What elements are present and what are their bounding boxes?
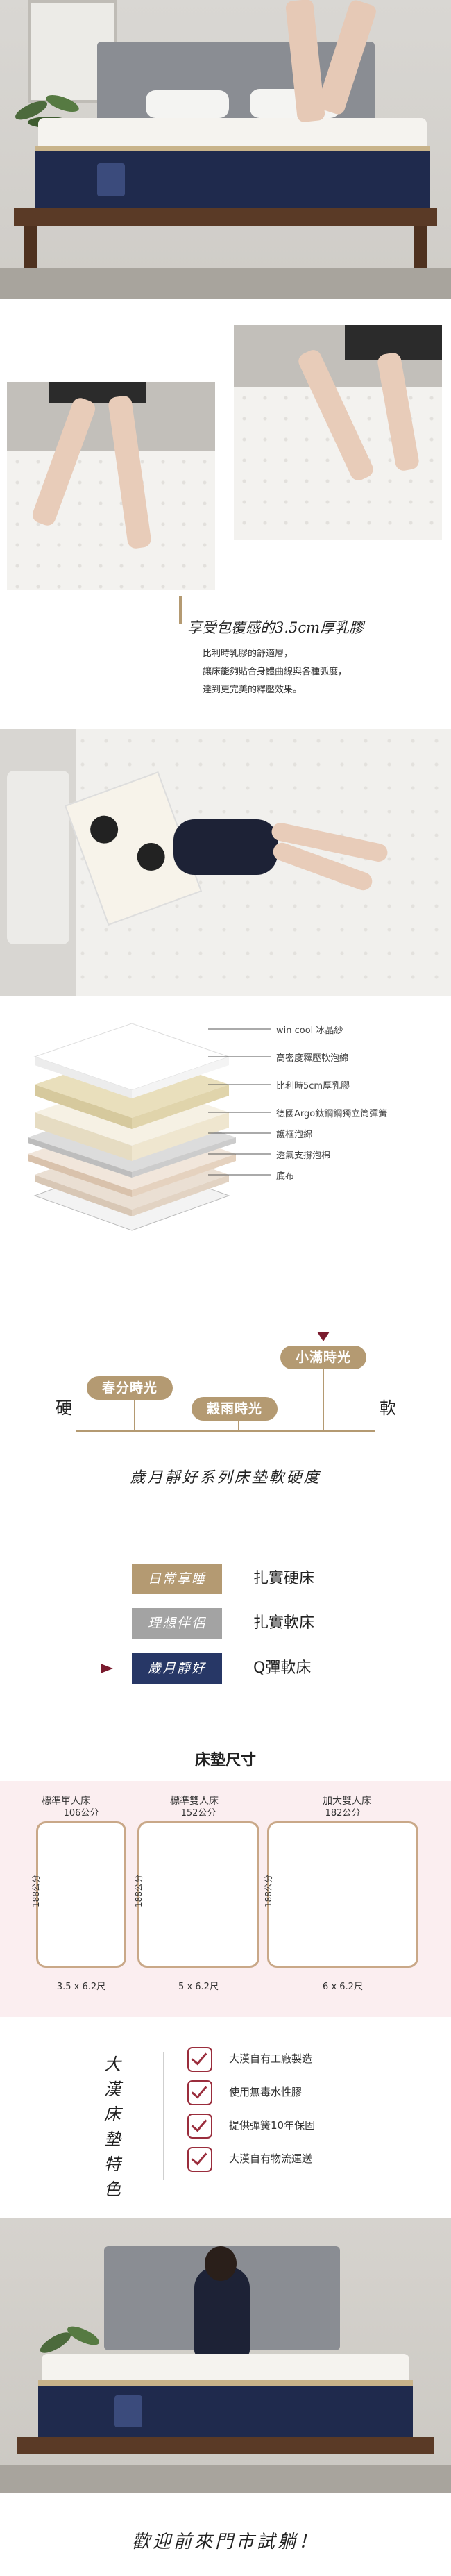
check-icon bbox=[187, 2080, 212, 2105]
size-width-2: 152公分 bbox=[180, 1808, 216, 1818]
size-length-1: 188公分 bbox=[31, 1875, 41, 1907]
layer-label-7: 底布 bbox=[276, 1171, 295, 1182]
layer-wincool bbox=[33, 1023, 230, 1098]
mattress-side bbox=[35, 146, 430, 208]
series-tag-1: 日常享睡 bbox=[132, 1564, 222, 1594]
hard-label: 硬 bbox=[56, 1398, 72, 1418]
size-name-1: 標準單人床 bbox=[42, 1796, 90, 1807]
firmness-caption: 歲月靜好系列床墊軟硬度 bbox=[130, 1469, 321, 1487]
features-title: 大漢床墊特色 bbox=[104, 2055, 121, 2199]
sizes-panel: 標準單人床 標準雙人床 加大雙人床 106公分 152公分 182公分 188公… bbox=[0, 1781, 451, 2017]
firmness-scale: 小滿時光 春分時光 穀雨時光 硬 軟 歲月靜好系列床墊軟硬度 bbox=[0, 1326, 451, 1493]
features-divider bbox=[163, 2052, 164, 2180]
feature-3: 提供彈簧10年保固 bbox=[229, 2119, 316, 2132]
firmness-axis bbox=[76, 1430, 375, 1432]
mattress-photo-right bbox=[234, 325, 442, 540]
layer-label-5: 護框泡綿 bbox=[276, 1130, 313, 1140]
size-length-3: 188公分 bbox=[263, 1875, 273, 1907]
soft-label: 軟 bbox=[380, 1398, 396, 1418]
person-sitting bbox=[194, 2267, 250, 2357]
size-box-double bbox=[137, 1821, 259, 1968]
latex-desc-1: 比利時乳膠的舒適層， bbox=[203, 649, 293, 659]
layer-label-3: 比利時5cm厚乳膠 bbox=[276, 1081, 350, 1092]
size-width-1: 106公分 bbox=[63, 1808, 99, 1818]
feature-4: 大漢自有物流運送 bbox=[229, 2152, 313, 2165]
size-box-queen bbox=[267, 1821, 418, 1968]
size-spec-1: 3.5 x 6.2尺 bbox=[56, 1982, 106, 1992]
bed-photo-bottom bbox=[0, 2218, 451, 2493]
layer-label-1: win cool 冰晶紗 bbox=[276, 1026, 343, 1036]
size-width-3: 182公分 bbox=[325, 1808, 361, 1818]
feature-2: 使用無毒水性膠 bbox=[229, 2086, 303, 2098]
series-desc-2: 扎實軟床 bbox=[253, 1614, 315, 1632]
layers-diagram: win cool 冰晶紗 高密度釋壓軟泡綿 比利時5cm厚乳膠 德國Argo鈦鋼… bbox=[0, 1014, 451, 1243]
mattress-top bbox=[38, 118, 427, 146]
accent-bar bbox=[179, 596, 182, 624]
firmness-pill-1: 春分時光 bbox=[87, 1376, 173, 1400]
latex-desc-2: 讓床能夠貼合身體曲線與各種弧度， bbox=[203, 667, 348, 677]
layers-svg bbox=[28, 1023, 271, 1231]
layer-label-4: 德國Argo鈦鋼鋼獨立筒彈簧 bbox=[276, 1109, 388, 1119]
firmness-marker-icon bbox=[317, 1332, 330, 1341]
feature-1: 大漢自有工廠製造 bbox=[229, 2052, 313, 2065]
leader-lines bbox=[208, 1028, 271, 1176]
check-icon bbox=[187, 2147, 212, 2172]
series-tag-3: 歲月靜好 bbox=[132, 1653, 222, 1684]
firmness-pill-3: 小滿時光 bbox=[280, 1346, 366, 1369]
check-icon bbox=[187, 2047, 212, 2072]
layer-label-6: 透氣支撐泡棉 bbox=[276, 1151, 331, 1161]
size-spec-2: 5 x 6.2尺 bbox=[178, 1982, 219, 1992]
closing-text: 歡迎前來門市試躺！ bbox=[131, 2532, 319, 2552]
firmness-tick bbox=[134, 1400, 135, 1430]
series-desc-3: Q彈軟床 bbox=[253, 1659, 312, 1677]
latex-heading: 享受包覆感的3.5cm厚乳膠 bbox=[187, 619, 364, 636]
series-desc-1: 扎實硬床 bbox=[253, 1570, 315, 1587]
mattress-photo-left bbox=[7, 382, 215, 590]
brand-logo-icon bbox=[114, 2395, 142, 2427]
size-box-single bbox=[36, 1821, 126, 1968]
bed-photo-top bbox=[0, 0, 451, 299]
bed-photo-lying bbox=[0, 729, 451, 996]
size-length-2: 188公分 bbox=[133, 1875, 144, 1907]
bed-frame bbox=[14, 208, 437, 226]
series-tag-2: 理想伴侶 bbox=[132, 1608, 222, 1639]
size-name-3: 加大雙人床 bbox=[323, 1796, 371, 1807]
firmness-tick bbox=[323, 1369, 324, 1430]
firmness-tick bbox=[238, 1421, 239, 1430]
size-spec-3: 6 x 6.2尺 bbox=[323, 1982, 363, 1992]
size-name-2: 標準雙人床 bbox=[170, 1796, 219, 1807]
layer-label-2: 高密度釋壓軟泡綿 bbox=[276, 1053, 349, 1064]
pillow bbox=[146, 90, 229, 118]
firmness-pill-2: 穀雨時光 bbox=[192, 1397, 278, 1421]
person-body bbox=[173, 819, 278, 875]
brand-logo-icon bbox=[97, 163, 125, 196]
latex-desc-3: 達到更完美的釋壓效果。 bbox=[203, 685, 303, 695]
series-marker-icon bbox=[101, 1664, 113, 1673]
check-icon bbox=[187, 2114, 212, 2139]
sizes-title: 床墊尺寸 bbox=[194, 1752, 256, 1769]
